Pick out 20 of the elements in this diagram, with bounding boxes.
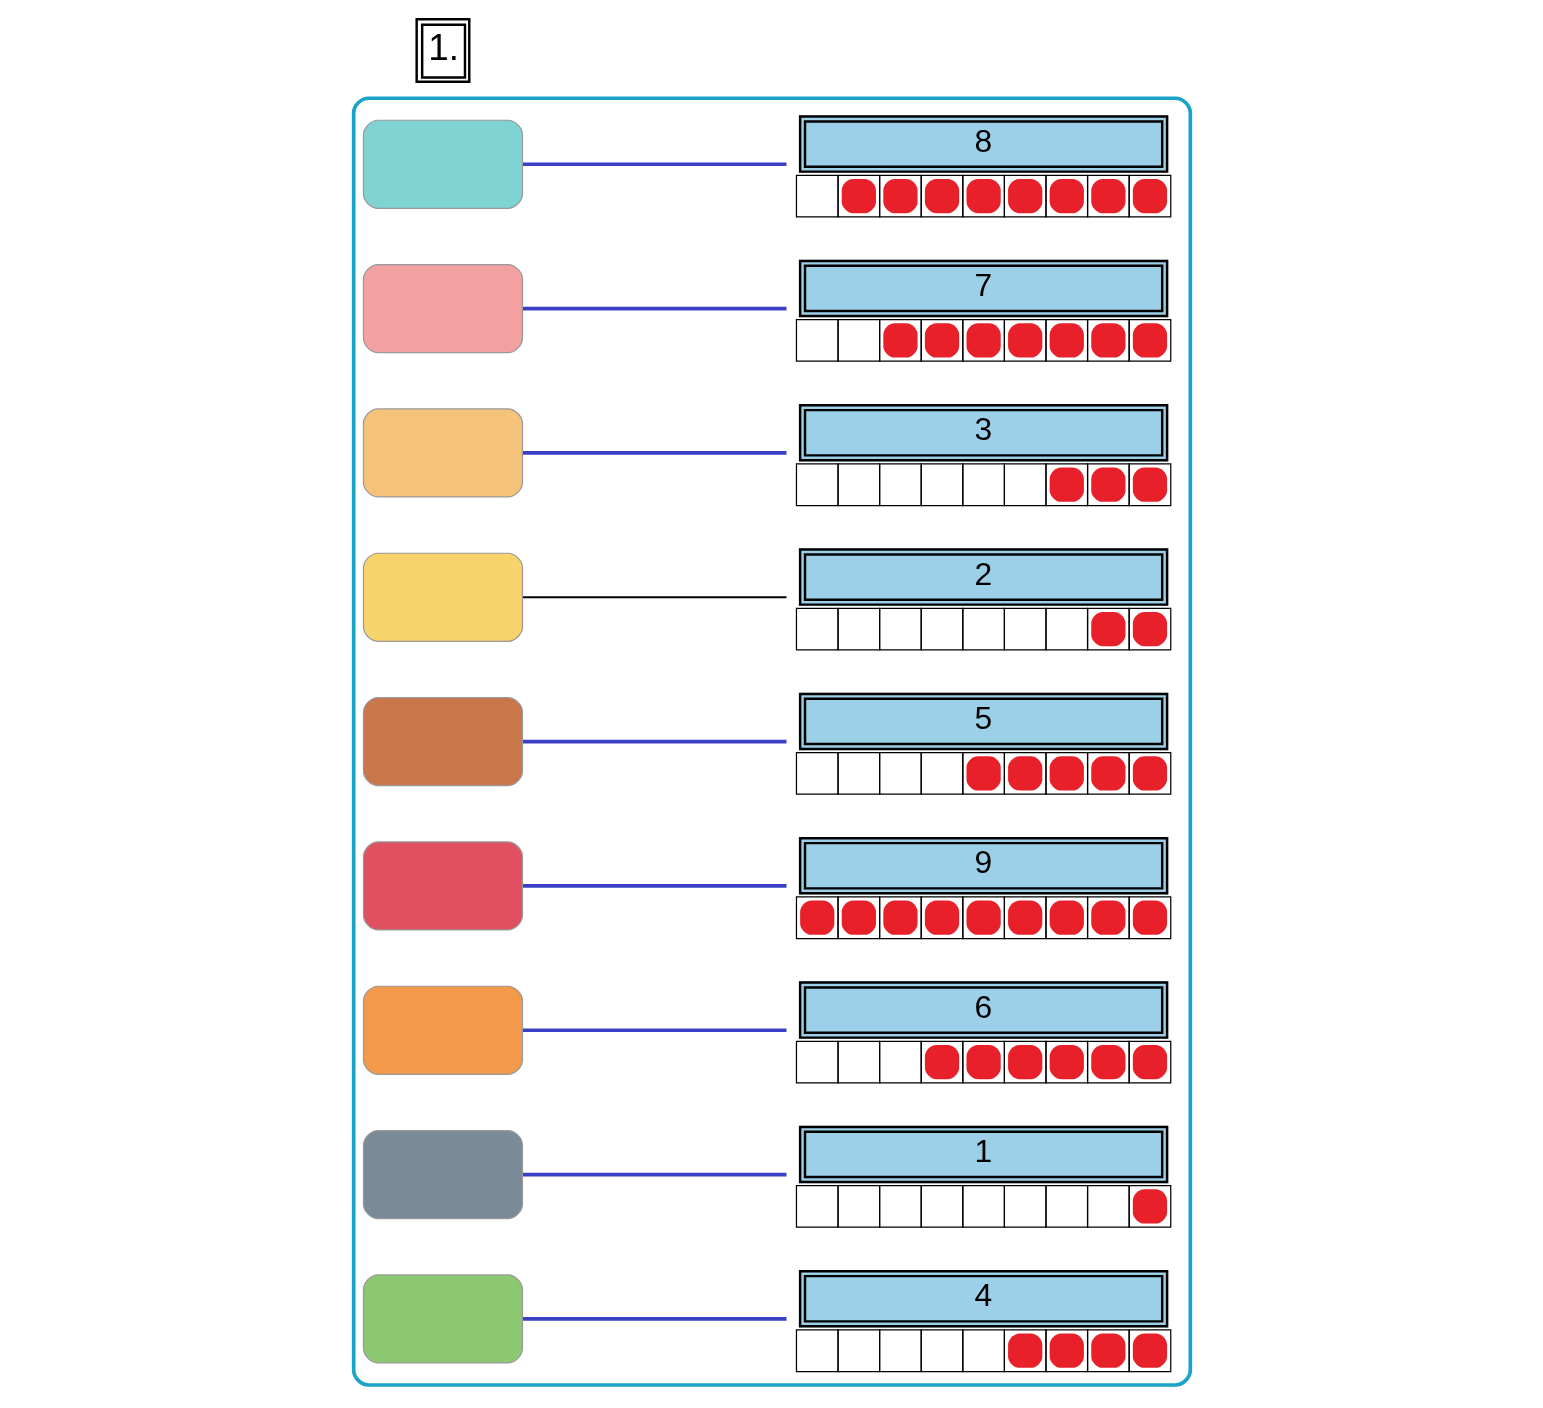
connector <box>522 451 786 455</box>
node-box <box>362 1129 523 1220</box>
connector <box>522 739 786 744</box>
node-box <box>362 119 523 209</box>
node-box <box>362 985 523 1075</box>
label: 1. <box>427 27 459 69</box>
node-box <box>362 263 523 354</box>
node-box <box>362 696 523 787</box>
cluster <box>351 96 1192 1387</box>
connector <box>522 1172 786 1177</box>
node-box <box>362 552 523 642</box>
node-box <box>362 408 523 498</box>
connector <box>522 884 786 888</box>
connector <box>522 162 786 167</box>
connector <box>522 1317 786 1321</box>
connector <box>522 306 786 311</box>
connector <box>521 596 787 599</box>
node-box <box>362 1274 523 1364</box>
node-box <box>362 841 523 931</box>
connector <box>522 1028 786 1033</box>
